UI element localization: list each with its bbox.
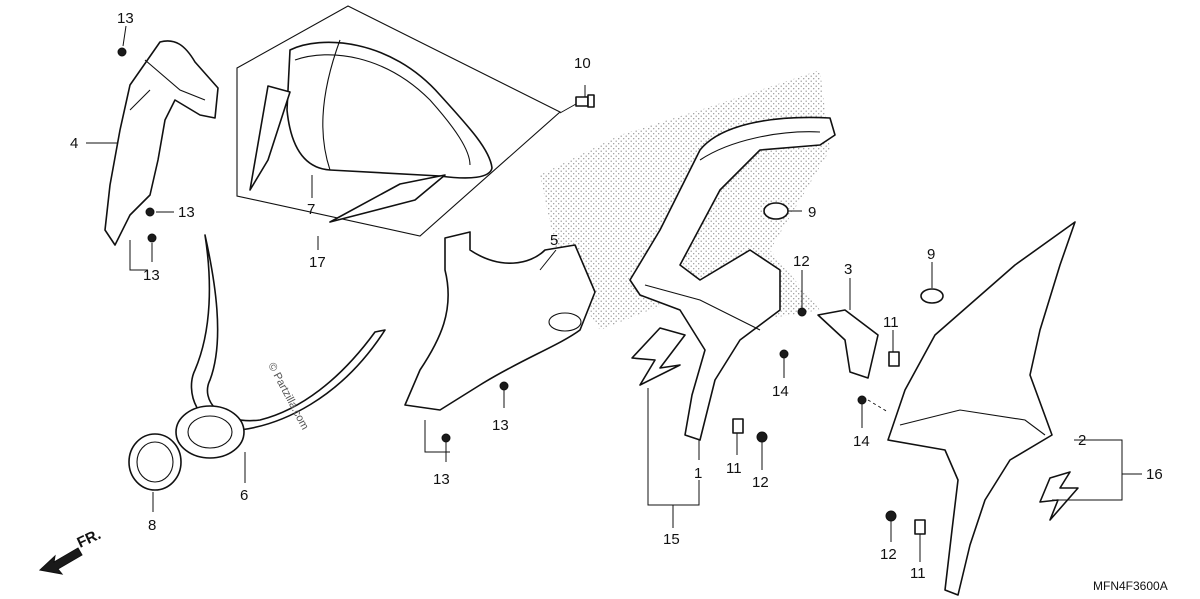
callout-3: 3 [844, 261, 852, 278]
callout-12c: 12 [880, 546, 897, 563]
clip-11b [732, 418, 744, 434]
callout-12a: 12 [793, 253, 810, 270]
callout-11a: 11 [883, 314, 899, 331]
callout-10: 10 [574, 55, 591, 72]
clip-11a [888, 351, 900, 367]
callout-14b: 14 [853, 433, 870, 450]
callout-13e: 13 [433, 471, 450, 488]
headlight-ring [128, 433, 182, 491]
bolt-12b [756, 431, 768, 443]
headlight-opening [175, 405, 245, 459]
bolt-12c [885, 510, 897, 522]
callout-5: 5 [550, 232, 558, 249]
callout-11c: 11 [910, 565, 926, 582]
inner-cover [190, 234, 386, 431]
callout-16: 16 [1146, 466, 1163, 483]
callout-13d: 13 [492, 417, 509, 434]
callout-11b: 11 [726, 460, 742, 477]
grommet-9b [920, 288, 944, 304]
middle-cover [404, 231, 596, 411]
callout-9b: 9 [927, 246, 935, 263]
cover-piece-3 [817, 309, 879, 379]
side-decal-right [1039, 471, 1079, 521]
bolt-13b [145, 207, 155, 217]
windscreen [286, 41, 493, 179]
callout-4: 4 [70, 135, 78, 152]
callout-13c: 13 [143, 267, 160, 284]
windscreen-set-box [236, 5, 561, 237]
side-decal-left [631, 327, 686, 386]
callout-7: 7 [307, 201, 315, 218]
callout-2: 2 [1078, 432, 1086, 449]
clip-11c [914, 519, 926, 535]
drawing-code: MFN4F3600A [1093, 579, 1168, 593]
callout-14a: 14 [772, 383, 789, 400]
side-cover-right [887, 221, 1076, 596]
callout-9a: 9 [808, 204, 816, 221]
bolt-13a [117, 47, 127, 57]
callout-8: 8 [148, 517, 156, 534]
bolt-14a [779, 349, 789, 359]
front-direction-arrow-icon [38, 547, 83, 575]
callout-17: 17 [309, 254, 326, 271]
leader-lines [86, 25, 1142, 562]
direction-label: FR. [75, 526, 104, 552]
callout-13a: 13 [117, 10, 134, 27]
side-cover-left [629, 116, 836, 441]
bolt-14b [857, 395, 867, 405]
callout-15: 15 [663, 531, 680, 548]
bolt-12a [797, 307, 807, 317]
screw-10 [559, 85, 595, 114]
cowl-bracket [104, 40, 219, 246]
callout-13b: 13 [178, 204, 195, 221]
bolt-13c [147, 233, 157, 243]
bolt-13d [499, 381, 509, 391]
windscreen-decal-left [249, 85, 291, 191]
windscreen-decal-bottom [329, 174, 446, 223]
callout-1: 1 [694, 465, 702, 482]
callout-12b: 12 [752, 474, 769, 491]
bolt-13e [441, 433, 451, 443]
grommet-9a [763, 202, 789, 220]
callout-6: 6 [240, 487, 248, 504]
